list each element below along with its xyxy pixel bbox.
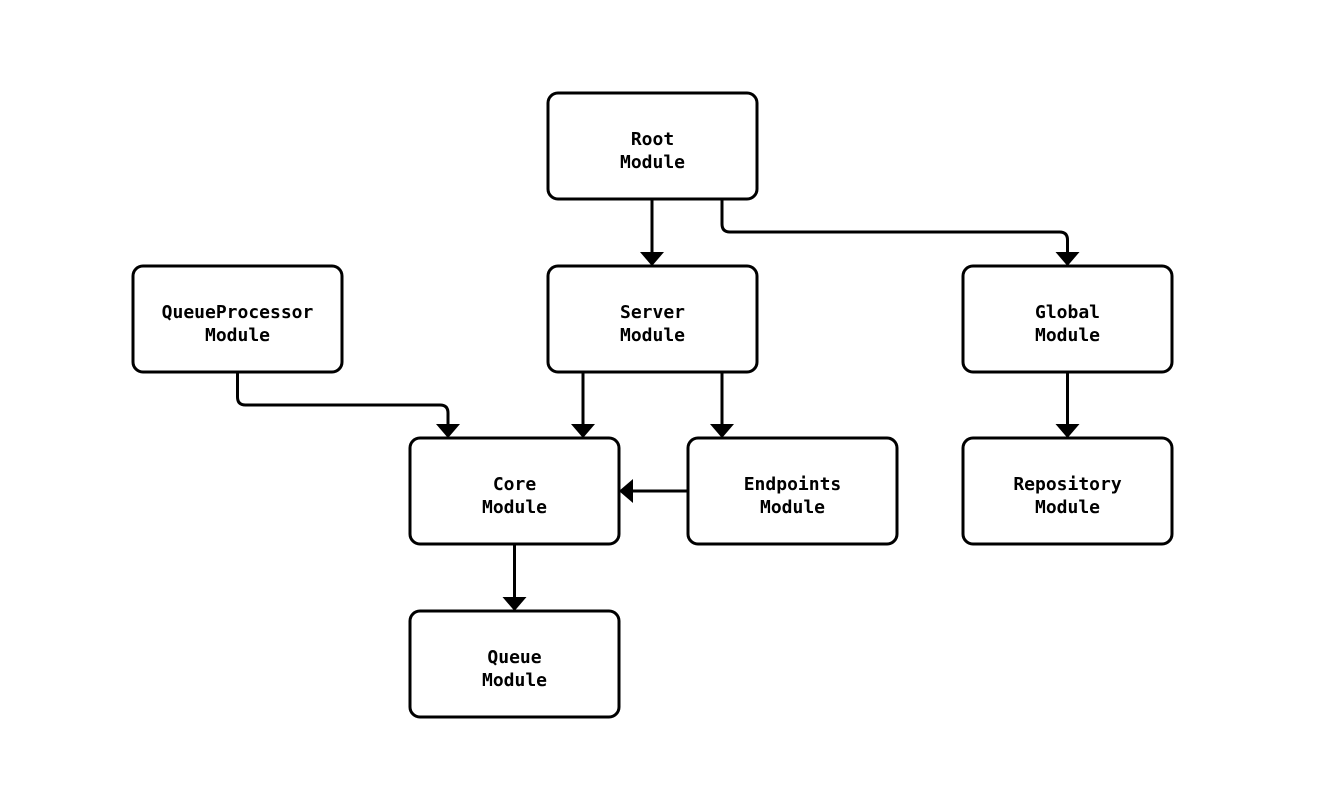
node-queueprocessor-module: QueueProcessor Module xyxy=(131,264,344,374)
node-core-module: Core Module xyxy=(408,436,621,546)
edge-server-to-endpoints xyxy=(710,372,734,438)
edge-root-to-server xyxy=(640,199,664,266)
arrowhead-down-icon xyxy=(640,252,664,266)
edge-line xyxy=(720,199,1069,253)
edge-root-to-global xyxy=(720,199,1080,266)
node-label-line2: Module xyxy=(760,497,825,518)
node-box xyxy=(408,609,621,719)
node-label-line2: Module xyxy=(205,325,270,346)
node-box xyxy=(408,436,621,546)
edge-queueprocessor-to-core xyxy=(236,372,460,438)
node-box xyxy=(686,436,899,546)
edge-server-to-core xyxy=(571,372,595,438)
node-label-line1: Root xyxy=(631,129,674,150)
node-box xyxy=(961,264,1174,374)
arrowhead-down-icon xyxy=(571,424,595,438)
edge-core-to-queue xyxy=(502,544,527,611)
node-queue-module: Queue Module xyxy=(408,609,621,719)
node-endpoints-module: Endpoints Module xyxy=(686,436,899,546)
node-repository-module: Repository Module xyxy=(961,436,1174,546)
node-label-line2: Module xyxy=(620,325,685,346)
node-box xyxy=(546,264,759,374)
arrowhead-down-icon xyxy=(1055,252,1080,266)
arrowhead-down-icon xyxy=(1055,424,1080,438)
node-label-line2: Module xyxy=(1035,325,1100,346)
node-box xyxy=(546,91,759,201)
edge-line xyxy=(236,372,450,425)
node-server-module: Server Module xyxy=(546,264,759,374)
node-label-line2: Module xyxy=(482,497,547,518)
arrowhead-left-icon xyxy=(619,479,633,503)
node-global-module: Global Module xyxy=(961,264,1174,374)
node-label-line2: Module xyxy=(482,670,547,691)
node-label-line1: Queue xyxy=(487,647,541,668)
node-label-line1: Global xyxy=(1035,302,1100,323)
edge-global-to-repository xyxy=(1055,372,1080,438)
node-label-line1: QueueProcessor xyxy=(162,302,314,323)
arrowhead-down-icon xyxy=(502,597,527,611)
edge-endpoints-to-core xyxy=(619,479,688,503)
node-label-line1: Repository xyxy=(1013,474,1122,495)
node-label-line2: Module xyxy=(1035,497,1100,518)
arrowhead-down-icon xyxy=(710,424,734,438)
node-label-line2: Module xyxy=(620,152,685,173)
node-root-module: Root Module xyxy=(546,91,759,201)
node-label-line1: Core xyxy=(493,474,537,495)
node-label-line1: Endpoints xyxy=(744,474,842,495)
arrowhead-down-icon xyxy=(436,424,460,438)
node-box xyxy=(131,264,344,374)
node-label-line1: Server xyxy=(620,302,685,323)
node-box xyxy=(961,436,1174,546)
